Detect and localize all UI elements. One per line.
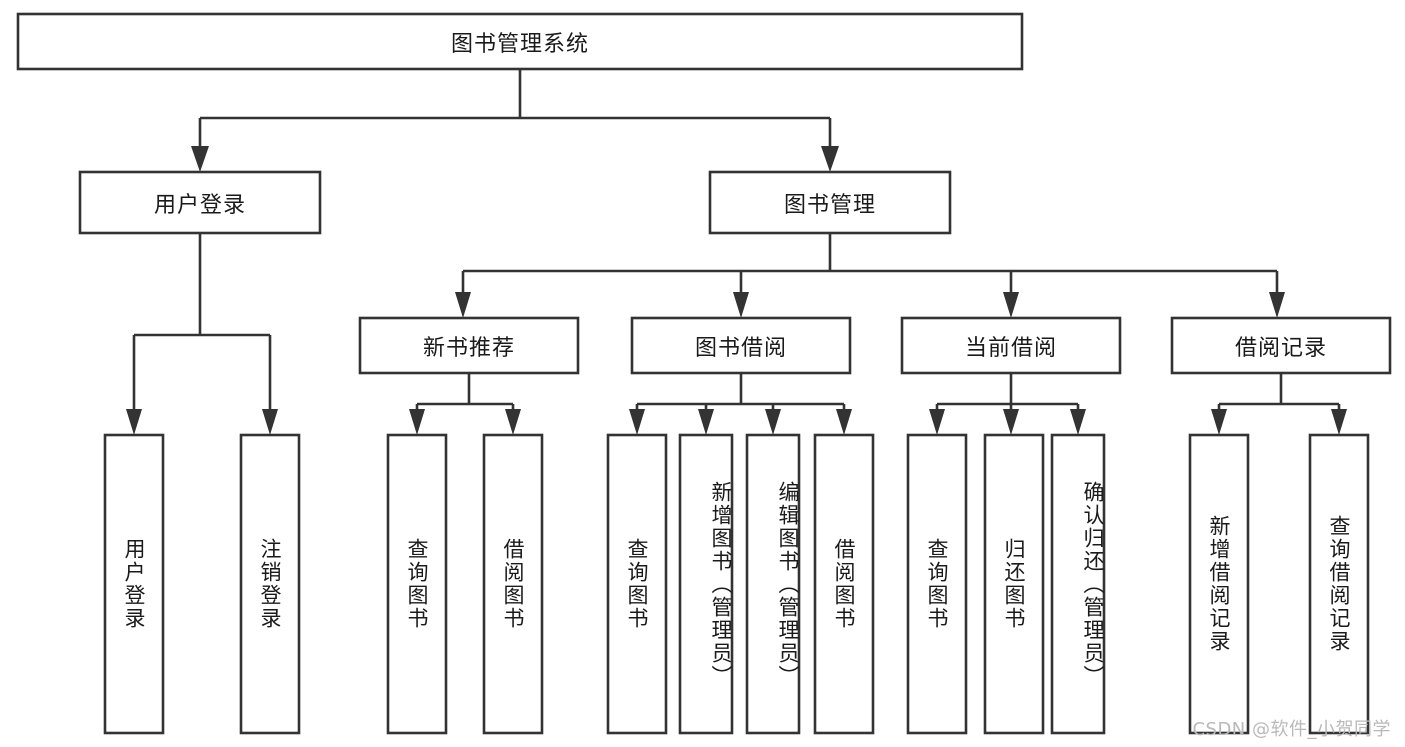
node-new-book-recommend-box[interactable] bbox=[358, 316, 580, 375]
arrow-leaf-add-book-icon bbox=[698, 409, 714, 435]
arrow-leaf-user-login-icon bbox=[126, 409, 142, 435]
leaf-query-record-box[interactable] bbox=[1308, 433, 1370, 735]
leaf-confirm-return-box[interactable] bbox=[1050, 433, 1106, 735]
leaf-add-record-box[interactable] bbox=[1188, 433, 1250, 735]
arrow-to-book-manage-icon bbox=[821, 146, 839, 172]
arrow-leaf-query-record-icon bbox=[1331, 409, 1347, 435]
arrow-to-borrow-record-icon bbox=[1269, 292, 1285, 318]
leaf-user-login-box[interactable] bbox=[103, 433, 165, 735]
node-current-borrow-box[interactable] bbox=[900, 316, 1122, 375]
arrow-leaf-query-book-2-icon bbox=[629, 409, 645, 435]
node-borrow-record-box[interactable] bbox=[1170, 316, 1392, 375]
leaf-query-book-1-box[interactable] bbox=[386, 433, 448, 735]
arrow-leaf-confirm-return-icon bbox=[1070, 409, 1086, 435]
node-user-login-box[interactable] bbox=[78, 170, 322, 235]
arrow-leaf-query-book-1-icon bbox=[409, 409, 425, 435]
leaf-add-book-box[interactable] bbox=[678, 433, 734, 735]
arrow-to-user-login-icon bbox=[191, 146, 209, 172]
node-book-borrow-box[interactable] bbox=[630, 316, 852, 375]
leaf-query-book-2-box[interactable] bbox=[606, 433, 668, 735]
arrow-to-book-borrow-icon bbox=[733, 292, 749, 318]
leaf-return-book-box[interactable] bbox=[983, 433, 1045, 735]
leaf-borrow-book-2-box[interactable] bbox=[813, 433, 875, 735]
arrow-to-new-book-recommend-icon bbox=[455, 292, 471, 318]
arrow-leaf-borrow-book-2-icon bbox=[836, 409, 852, 435]
arrow-leaf-return-book-icon bbox=[1003, 409, 1019, 435]
arrow-leaf-borrow-book-1-icon bbox=[505, 409, 521, 435]
csdn-watermark: CSDN @软件_小贺同学 bbox=[1192, 719, 1391, 740]
leaf-borrow-book-1-box[interactable] bbox=[482, 433, 544, 735]
leaf-query-book-3-box[interactable] bbox=[906, 433, 968, 735]
node-root-box[interactable] bbox=[16, 12, 1024, 71]
arrow-leaf-add-record-icon bbox=[1211, 409, 1227, 435]
leaf-logout-box[interactable] bbox=[239, 433, 301, 735]
arrow-to-current-borrow-icon bbox=[1003, 292, 1019, 318]
node-book-manage-box[interactable] bbox=[708, 170, 952, 235]
arrow-leaf-logout-icon bbox=[262, 409, 278, 435]
leaf-edit-book-box[interactable] bbox=[745, 433, 801, 735]
arrow-leaf-query-book-3-icon bbox=[929, 409, 945, 435]
arrow-leaf-edit-book-icon bbox=[765, 409, 781, 435]
